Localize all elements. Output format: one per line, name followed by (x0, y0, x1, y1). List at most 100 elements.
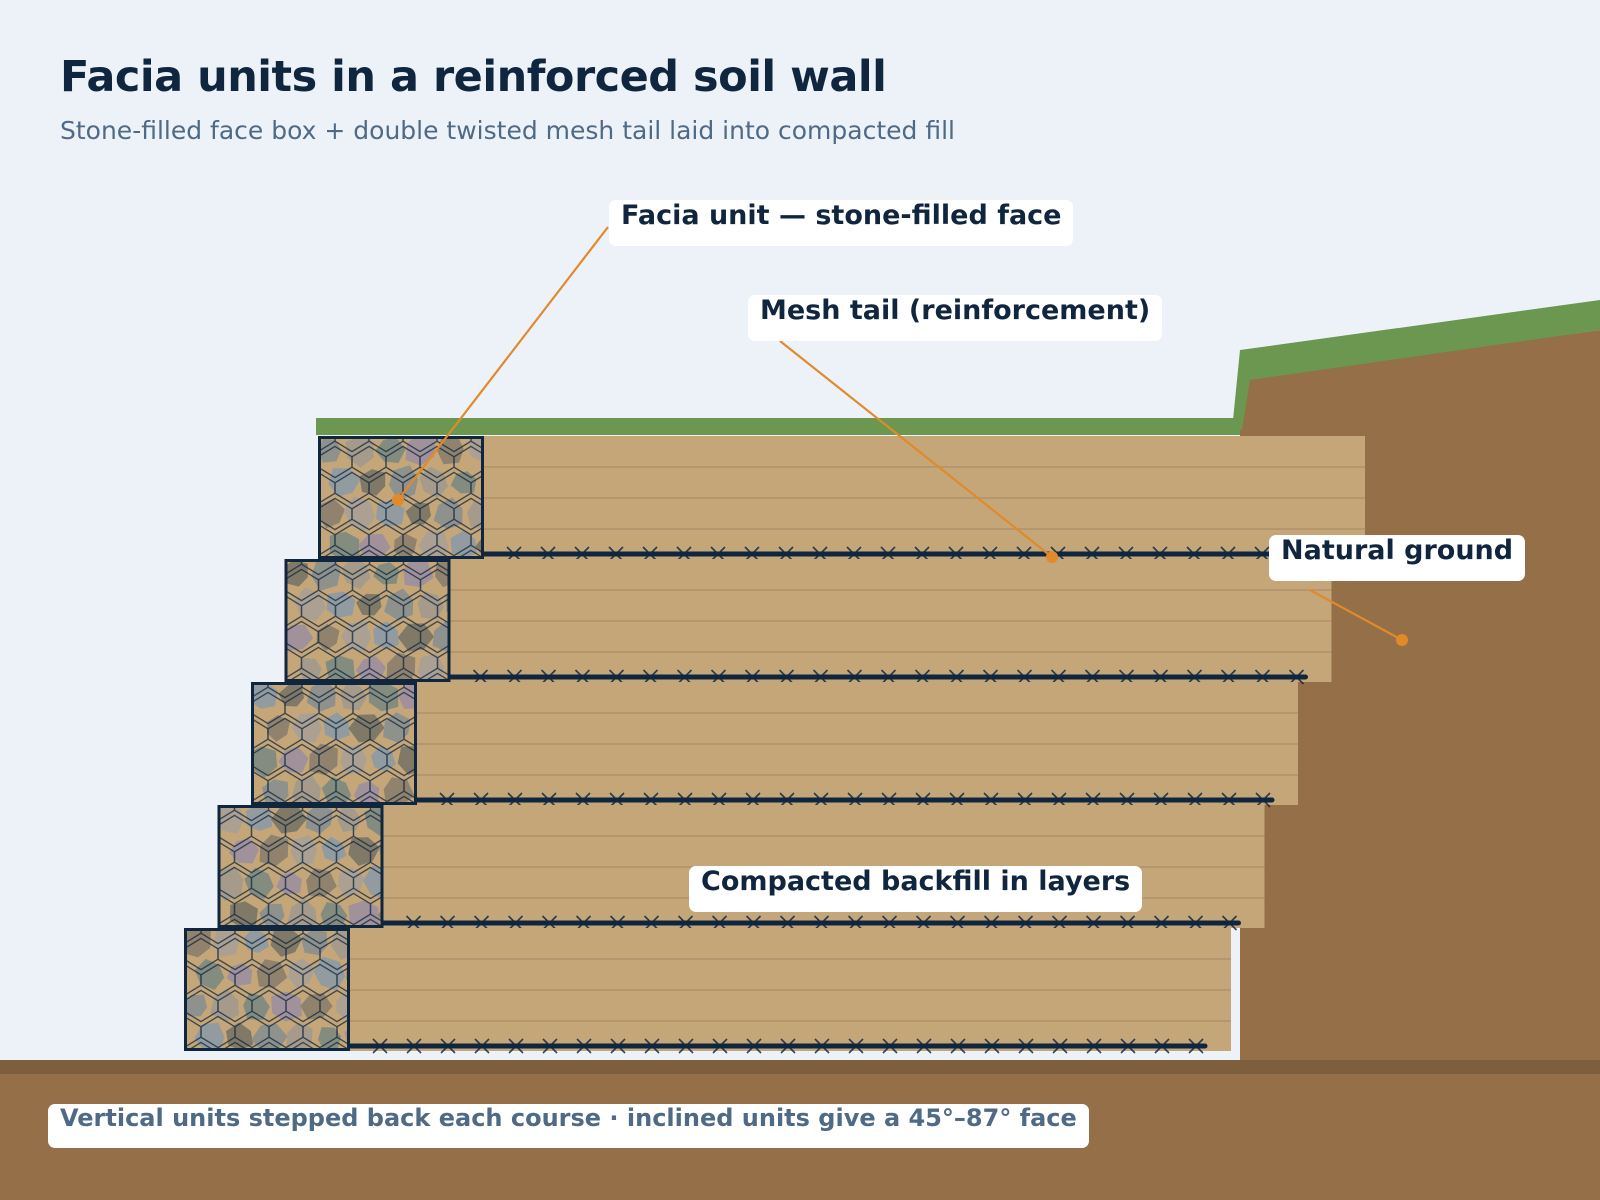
mesh-twist (678, 1038, 694, 1054)
grass-slope (1232, 300, 1600, 430)
mesh-twist (779, 915, 796, 931)
mesh-twist (914, 546, 930, 562)
mesh-twist (1085, 915, 1102, 931)
stone (259, 834, 289, 867)
stone (270, 928, 303, 957)
mesh-twist (813, 915, 830, 931)
mesh-twist (1086, 1038, 1102, 1054)
mesh-twist (948, 546, 964, 562)
mesh-twist (915, 792, 931, 808)
facia-unit-frame (217, 805, 384, 928)
mesh-twist (677, 915, 694, 931)
stone (467, 500, 484, 529)
stone (194, 1022, 225, 1051)
mesh-twist (744, 546, 760, 562)
mesh-twist (1119, 792, 1135, 808)
mesh-twist (1085, 792, 1101, 808)
mesh-twist (983, 915, 1000, 931)
mesh-twist (574, 669, 591, 685)
mesh-twist (746, 1038, 762, 1054)
mesh-tail-leader-dot (1046, 551, 1058, 563)
stone (291, 712, 322, 743)
mesh-twist (575, 792, 591, 808)
stone (397, 684, 417, 709)
mesh-twist (1016, 546, 1032, 562)
mesh-twist (1016, 669, 1033, 685)
mesh-twist (1120, 1038, 1136, 1054)
mesh-twist (710, 546, 726, 562)
facia-unit-leader (397, 226, 609, 501)
stone (397, 746, 417, 775)
mesh-twist (745, 915, 762, 931)
mesh-twist (1254, 669, 1271, 685)
facia-wire-mesh (251, 682, 417, 805)
stone (348, 837, 380, 866)
page-title: Facia units in a reinforced soil wall (60, 52, 887, 102)
stone (284, 624, 314, 650)
stone (321, 836, 347, 862)
mesh-twist (983, 792, 999, 808)
mesh-twist (676, 669, 693, 685)
mesh-twist (780, 1038, 796, 1054)
mesh-twist (1119, 915, 1136, 931)
callout-natural-ground: Natural ground (1269, 535, 1526, 581)
leader-lines (392, 226, 1408, 646)
mesh-twist (474, 1038, 490, 1054)
mesh-twist (644, 1038, 660, 1054)
facia-unit-frame (184, 928, 350, 1051)
stone (356, 593, 382, 616)
mesh-twist (744, 669, 761, 685)
mesh-twist (1017, 792, 1033, 808)
mesh-twist (1017, 915, 1034, 931)
mesh-twist (882, 1038, 898, 1054)
stone (433, 497, 463, 530)
mesh-tail (414, 792, 1275, 808)
mesh-twist (540, 669, 557, 685)
mesh-twist (1152, 669, 1169, 685)
mesh-twist (541, 915, 558, 931)
mesh-twist (440, 1038, 456, 1054)
mesh-twist (916, 1038, 932, 1054)
mesh-twist (472, 669, 489, 685)
mesh-twist (1188, 1038, 1204, 1054)
stone (368, 682, 399, 712)
facia-wire-mesh (284, 559, 451, 682)
mesh-twist (881, 915, 898, 931)
stone (405, 502, 431, 525)
mesh-twist (608, 546, 624, 562)
mesh-twist (812, 669, 829, 685)
facia-unit (251, 682, 417, 805)
mesh-twist (507, 915, 524, 931)
mesh-twist (813, 792, 829, 808)
mesh-twist (576, 1038, 592, 1054)
natural-ground-leader (1309, 589, 1403, 641)
footnote: Vertical units stepped back each course … (48, 1104, 1089, 1148)
stone (384, 588, 414, 621)
mesh-twist (1186, 546, 1202, 562)
wall-course (284, 559, 1332, 685)
facia-wire-mesh (318, 436, 484, 559)
mesh-tail (381, 915, 1241, 931)
mesh-twist (778, 546, 794, 562)
stone (210, 989, 239, 1022)
mesh-twist (575, 915, 592, 931)
mesh-twist (982, 546, 998, 562)
mesh-twist (846, 546, 862, 562)
stone (284, 560, 308, 587)
facia-unit (217, 805, 384, 928)
mesh-twist (847, 792, 863, 808)
mesh-twist (406, 1038, 422, 1054)
mesh-twist (1153, 792, 1169, 808)
mesh-twist (643, 792, 659, 808)
mesh-twist (1051, 915, 1068, 931)
mesh-twist (982, 669, 999, 685)
mesh-twist (608, 669, 625, 685)
stone (276, 872, 302, 895)
mesh-twist (473, 915, 490, 931)
mesh-twist (1084, 669, 1101, 685)
stone (244, 867, 274, 899)
stone (228, 838, 259, 864)
stone (340, 682, 367, 711)
stone (341, 559, 371, 590)
